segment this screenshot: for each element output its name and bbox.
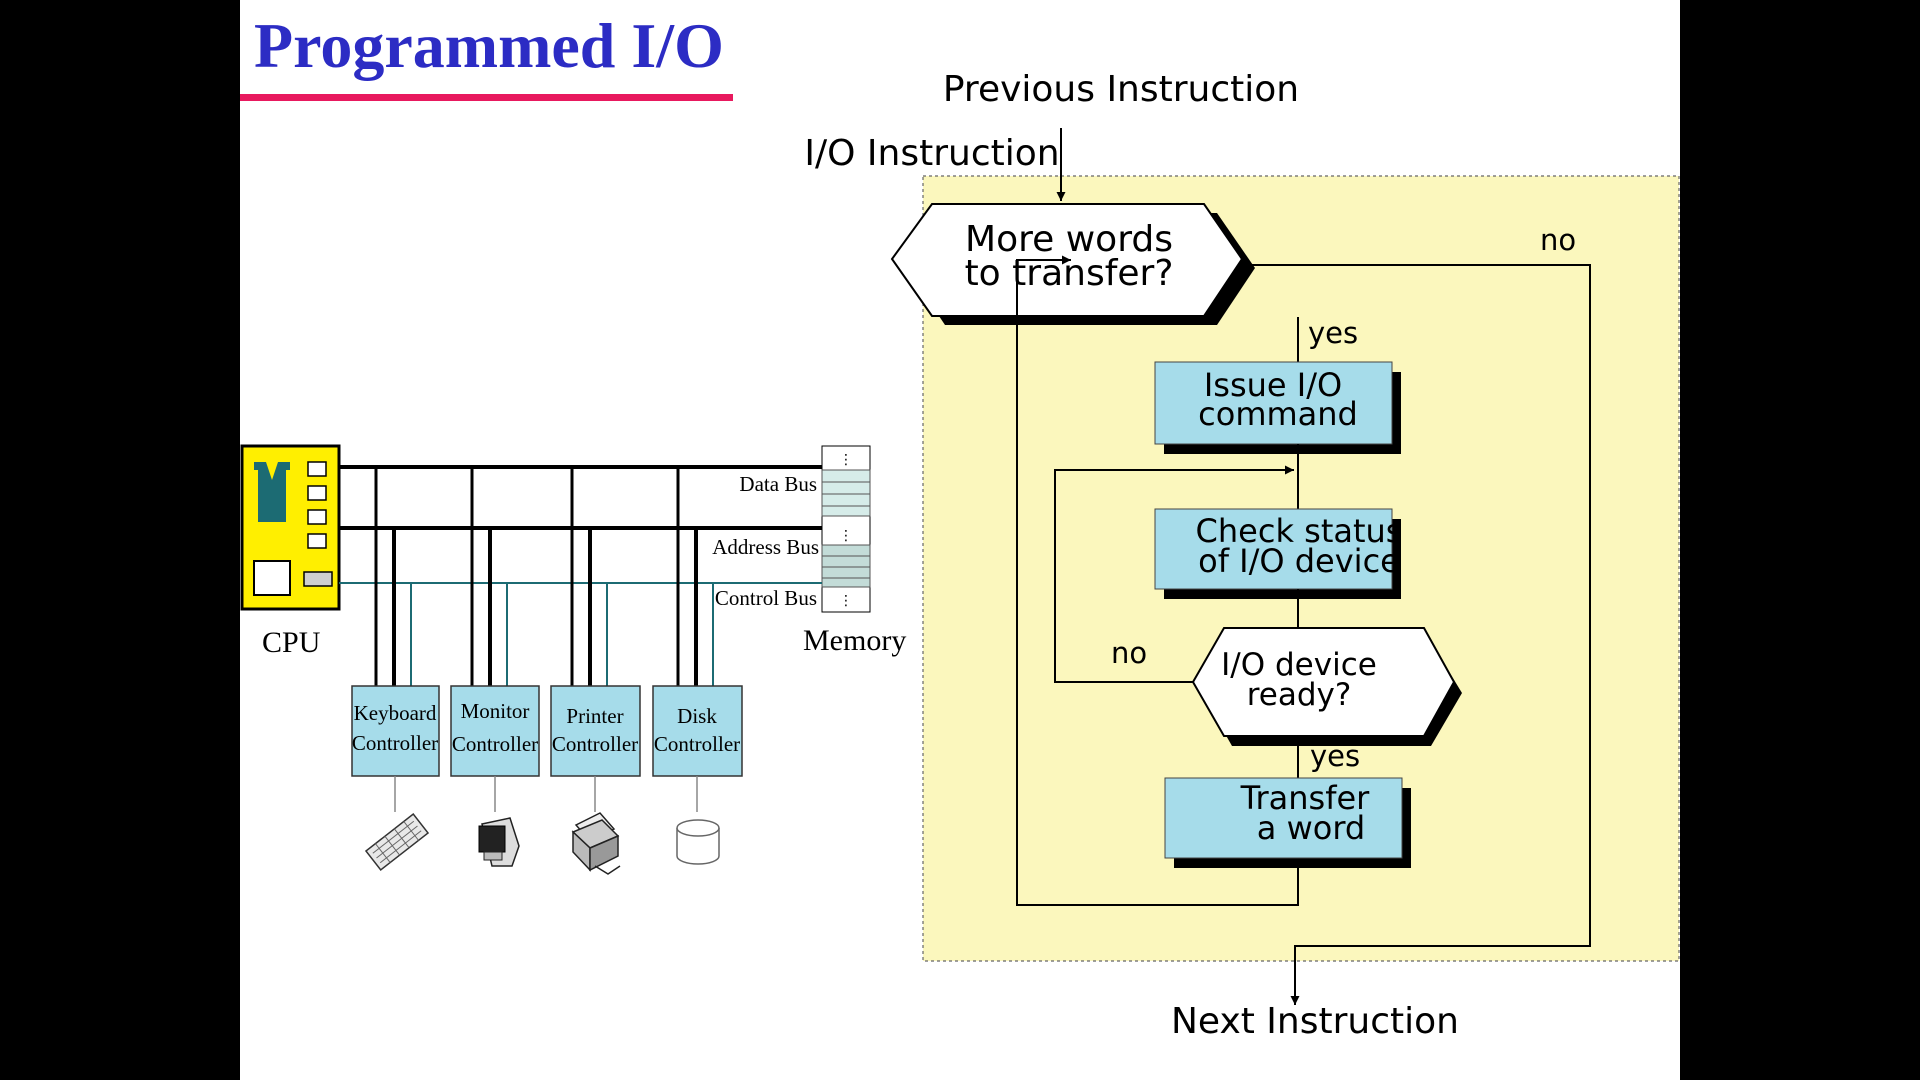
diagram-canvas: CPU ⋮ ⋮ ⋮ Memory Data Bus <box>240 69 1680 1042</box>
svg-text:Monitor: Monitor <box>461 699 530 723</box>
disk-controller: Disk Controller <box>652 685 743 777</box>
svg-text:Controller: Controller <box>552 732 638 756</box>
decision-device-ready: I/O device ready? <box>1191 627 1462 746</box>
keyboard-icon <box>364 813 430 871</box>
yes-label-2: yes <box>1310 739 1360 773</box>
svg-text:⋮: ⋮ <box>839 528 853 544</box>
svg-text:ready?: ready? <box>1247 677 1352 713</box>
address-bus-label: Address Bus <box>712 535 819 559</box>
svg-text:Controller: Controller <box>654 732 740 756</box>
flowchart: Previous Instruction I/O Instruction Mor… <box>804 69 1680 1042</box>
svg-text:⋮: ⋮ <box>839 593 853 609</box>
no-label-1: no <box>1540 223 1576 257</box>
disk-controller-taps <box>676 467 714 686</box>
monitor-icon <box>478 817 520 867</box>
svg-text:Issue I/O: Issue I/O <box>1204 366 1342 404</box>
keyboard-controller-taps <box>374 467 412 686</box>
data-bus-label: Data Bus <box>739 472 817 496</box>
svg-text:a word: a word <box>1257 809 1365 847</box>
memory-label: Memory <box>803 624 906 657</box>
svg-text:of I/O device: of I/O device <box>1198 542 1400 580</box>
slide-title: Programmed I/O <box>254 10 724 81</box>
svg-text:Controller: Controller <box>352 731 438 755</box>
svg-text:More words: More words <box>965 219 1173 260</box>
svg-text:Controller: Controller <box>452 732 538 756</box>
no-label-2: no <box>1111 636 1147 670</box>
yes-label-1: yes <box>1308 316 1358 350</box>
loop-back-arrow <box>1016 255 1299 906</box>
monitor-controller: Monitor Controller <box>450 685 540 777</box>
exit-arrow <box>1242 264 1591 1005</box>
printer-controller: Printer Controller <box>550 685 641 777</box>
monitor-controller-taps <box>470 467 508 686</box>
io-instruction-label: I/O Instruction <box>804 133 1059 174</box>
memory-block: ⋮ ⋮ ⋮ <box>821 445 871 613</box>
step-transfer-word: Transfer a word <box>1164 777 1411 868</box>
previous-instruction-label: Previous Instruction <box>943 69 1299 110</box>
disk-icon <box>676 819 720 865</box>
svg-text:⋮: ⋮ <box>839 452 853 468</box>
svg-text:Transfer: Transfer <box>1240 779 1371 817</box>
svg-text:Check status: Check status <box>1196 512 1403 550</box>
next-instruction-label: Next Instruction <box>1171 1001 1459 1042</box>
keyboard-controller: Keyboard Controller <box>351 685 440 777</box>
svg-text:command: command <box>1198 395 1358 433</box>
title-underline <box>240 94 733 101</box>
printer-controller-taps <box>570 467 608 686</box>
cpu-chip <box>240 444 341 611</box>
step-issue-io-command: Issue I/O command <box>1154 361 1401 454</box>
printer-icon <box>571 812 621 875</box>
not-ready-loop-arrow <box>1054 465 1294 683</box>
bus-diagram: CPU ⋮ ⋮ ⋮ Memory Data Bus <box>240 444 906 875</box>
svg-text:I/O device: I/O device <box>1221 647 1377 683</box>
svg-text:Disk: Disk <box>677 704 717 728</box>
slide: Programmed I/O CPU <box>240 0 1680 1080</box>
svg-text:Printer: Printer <box>566 704 623 728</box>
svg-text:Keyboard: Keyboard <box>354 701 437 725</box>
cpu-label: CPU <box>262 626 321 659</box>
step-check-status: Check status of I/O device <box>1154 508 1403 599</box>
control-bus-label: Control Bus <box>715 586 817 610</box>
decision-more-words: More words to transfer? <box>890 203 1255 325</box>
